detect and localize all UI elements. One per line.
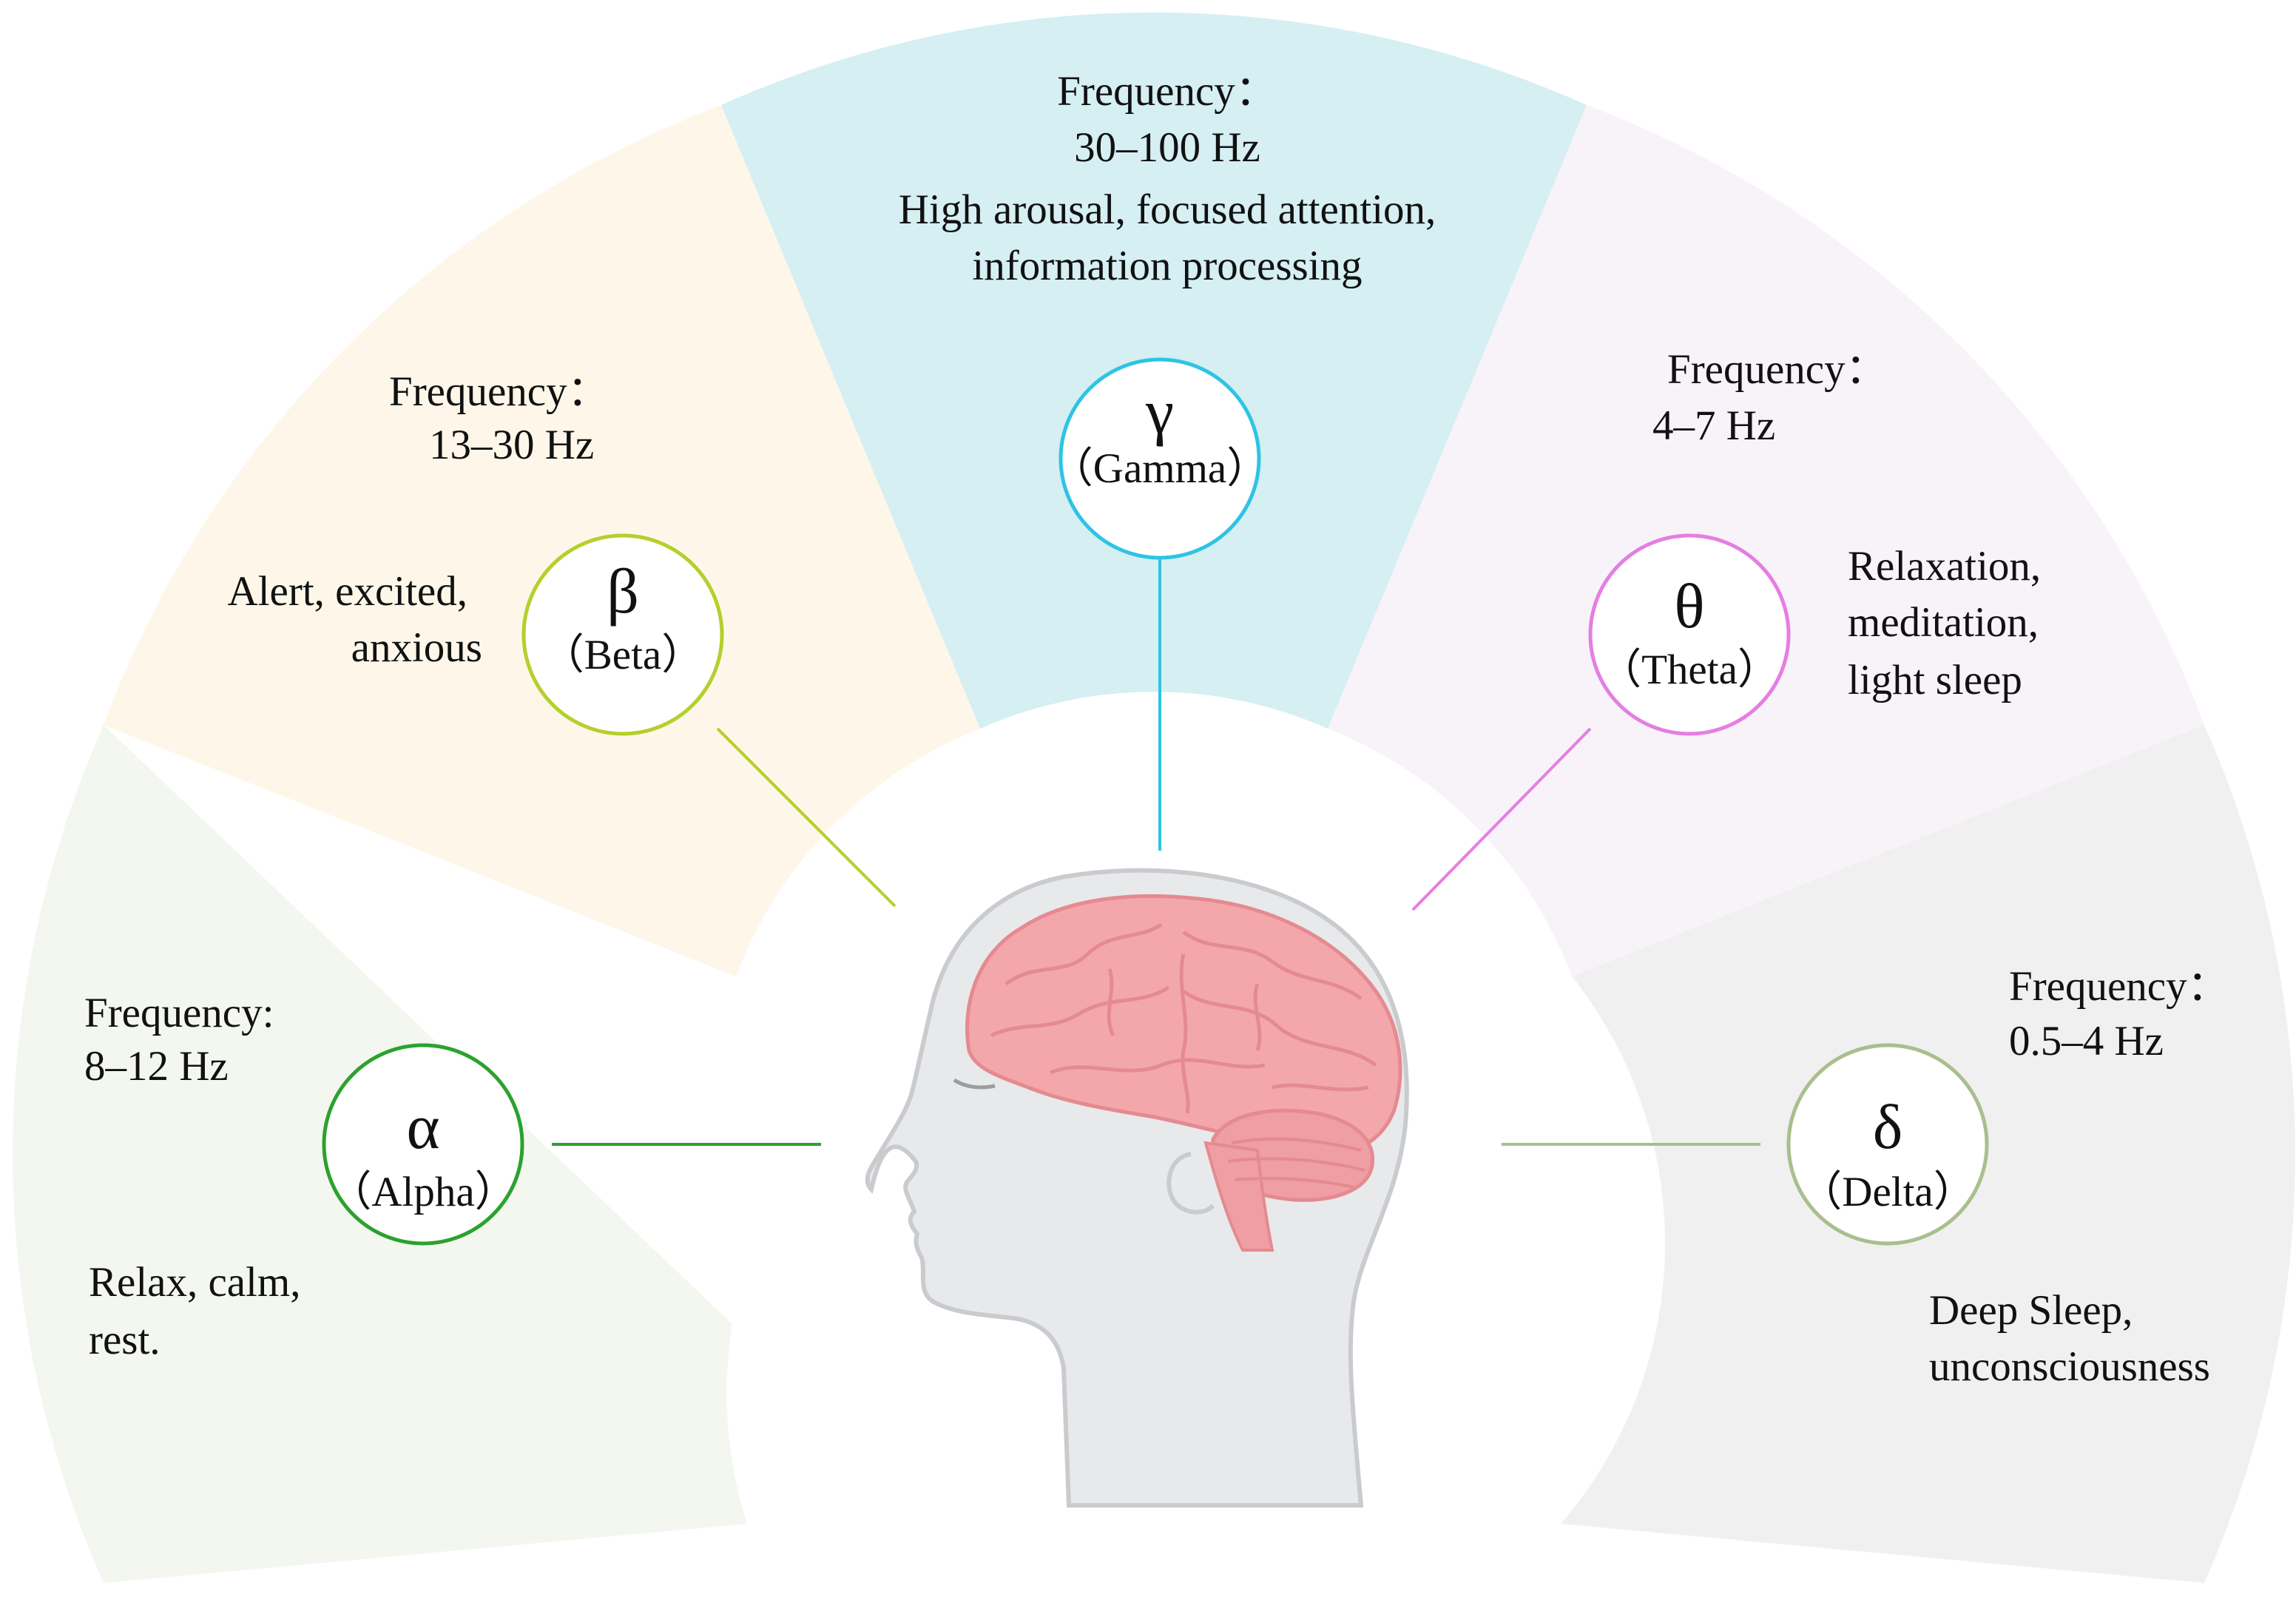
- delta-ring: [1786, 1043, 1989, 1246]
- delta-state-2: unconsciousness: [1929, 1343, 2210, 1390]
- alpha-state-2: rest.: [89, 1317, 161, 1363]
- theta-state-1: Relaxation,: [1848, 543, 2041, 590]
- beta-frequency-label: Frequency：: [389, 368, 610, 415]
- theta-state-3: light sleep: [1848, 657, 2022, 703]
- beta-name: （Beta）: [542, 632, 703, 678]
- text-group: Frequency： 30–100 Hz High arousal, focus…: [84, 68, 2229, 1390]
- alpha-symbol: α: [406, 1091, 439, 1162]
- sector-group: [13, 12, 2295, 1583]
- alpha-name: （Alpha）: [329, 1169, 516, 1215]
- beta-frequency-value: 13–30 Hz: [429, 422, 594, 468]
- theta-state-2: meditation,: [1848, 599, 2039, 646]
- beta-ring: [521, 533, 724, 736]
- connector-group: [552, 559, 1760, 1146]
- beta-symbol: β: [607, 556, 639, 627]
- brain-folds: [990, 922, 1377, 1114]
- delta-frequency-label: Frequency：: [2009, 963, 2229, 1010]
- beta-state-2: anxious: [351, 624, 482, 671]
- connector-theta: [1411, 727, 1592, 911]
- delta-frequency-value: 0.5–4 Hz: [2009, 1018, 2164, 1064]
- head-illustration: [865, 868, 1409, 1508]
- ring-group: [322, 357, 1989, 1246]
- alpha-ring: [322, 1043, 524, 1246]
- sector-beta: [104, 105, 980, 976]
- delta-symbol: δ: [1873, 1091, 1903, 1162]
- cerebellum-folds: [1227, 1137, 1365, 1189]
- gamma-state-1: High arousal, focused attention,: [899, 186, 1436, 233]
- delta-state-1: Deep Sleep,: [1929, 1287, 2133, 1334]
- gamma-frequency-label: Frequency：: [1057, 68, 1277, 115]
- theta-frequency-value: 4–7 Hz: [1652, 402, 1775, 449]
- connector-beta: [716, 727, 897, 908]
- gamma-symbol: γ: [1145, 376, 1174, 447]
- theta-symbol: θ: [1674, 570, 1704, 641]
- alpha-state-1: Relax, calm,: [89, 1259, 300, 1306]
- sector-theta: [1328, 105, 2204, 976]
- gamma-frequency-value: 30–100 Hz: [1074, 124, 1260, 171]
- gamma-state-2: information processing: [972, 243, 1362, 289]
- theta-name: （Theta）: [1599, 647, 1780, 693]
- theta-ring: [1588, 533, 1791, 736]
- ear-icon: [1166, 1152, 1215, 1215]
- gamma-name: （Gamma）: [1051, 445, 1269, 492]
- gamma-ring: [1058, 357, 1261, 560]
- eye-icon: [953, 1078, 996, 1090]
- alpha-frequency-label: Frequency:: [84, 990, 274, 1036]
- delta-name: （Delta）: [1800, 1169, 1975, 1215]
- theta-frequency-label: Frequency：: [1667, 346, 1888, 393]
- alpha-frequency-value: 8–12 Hz: [84, 1043, 229, 1090]
- beta-state-1: Alert, excited,: [228, 568, 467, 615]
